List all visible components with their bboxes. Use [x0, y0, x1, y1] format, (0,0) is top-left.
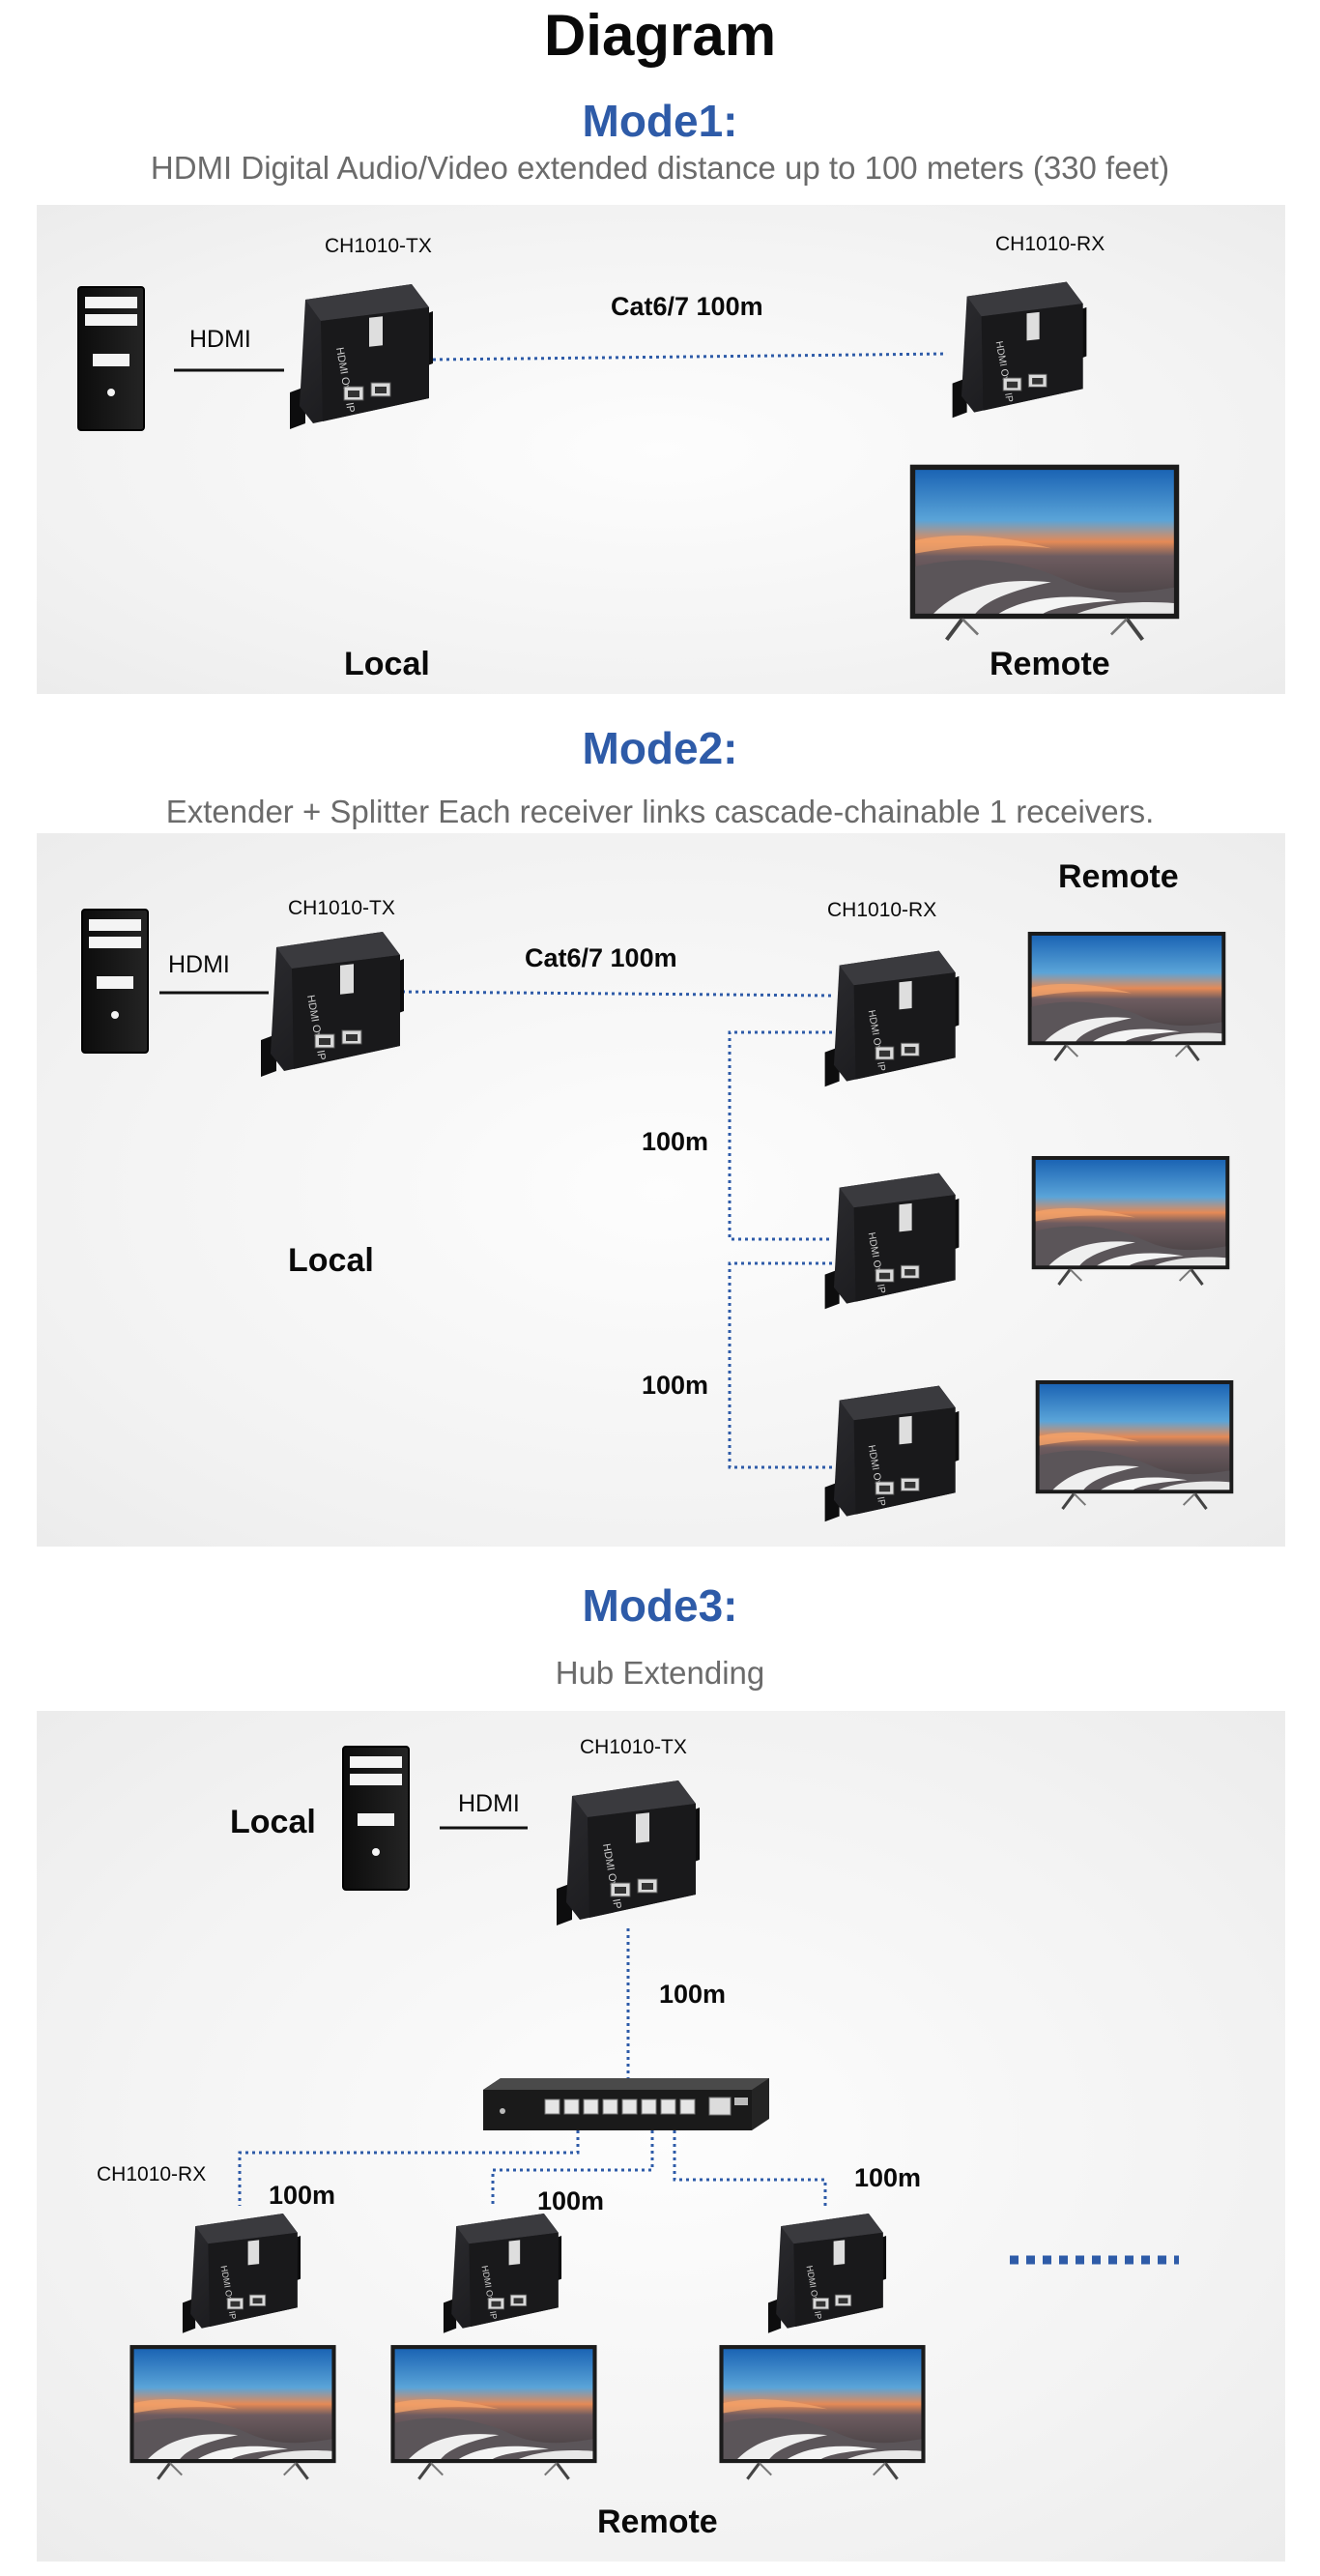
mode3-tv3-icon: [713, 2343, 932, 2488]
mode2-rx1-device-icon: [819, 936, 964, 1100]
mode2-hdmi-label: HDMI: [168, 951, 230, 978]
mode3-title: Mode3:: [582, 1580, 738, 1631]
mode2-description: Extender + Splitter Each receiver links …: [165, 794, 1155, 829]
mode2-remote-label: Remote: [1058, 858, 1179, 895]
mode3-pc-icon: [340, 1746, 412, 1891]
mode3-distance-label-rx2: 100m: [537, 2186, 605, 2215]
mode1-tx-device-icon: [284, 278, 439, 433]
mode1-rx-label: CH1010-RX: [995, 233, 1105, 255]
mode2-rx-label: CH1010-RX: [827, 899, 937, 921]
network-switch-icon: [481, 2076, 771, 2132]
mode3-rx3-device-icon: [763, 2200, 891, 2345]
mode3-tv1-icon: [124, 2343, 342, 2488]
mode1-description: HDMI Digital Audio/Video extended distan…: [150, 150, 1170, 186]
mode1-rx-device-icon: [947, 267, 1092, 431]
mode3-tx-label: CH1010-TX: [580, 1736, 687, 1758]
mode3-distance-label-rx3: 100m: [854, 2163, 922, 2192]
mode3-rx-label: CH1010-RX: [97, 2163, 207, 2185]
mode3-description: Hub Extending: [555, 1655, 765, 1691]
mode3-rx2-device-icon: [439, 2200, 566, 2345]
mode2-tx-label: CH1010-TX: [288, 897, 395, 919]
mode2-rx2-device-icon: [819, 1158, 964, 1322]
mode3-rx1-device-icon: [178, 2200, 305, 2345]
mode3-remote-label: Remote: [597, 2504, 718, 2540]
mode3-distance-label-uplink: 100m: [659, 1980, 727, 2009]
mode1-local-label: Local: [344, 646, 430, 682]
mode1-tx-label: CH1010-TX: [325, 235, 432, 257]
page-title: Diagram: [543, 3, 777, 68]
mode1-remote-label: Remote: [990, 646, 1110, 682]
mode3-local-label: Local: [230, 1804, 316, 1840]
mode2-cable-label: Cat6/7 100m: [525, 943, 677, 972]
mode2-tx-device-icon: [255, 926, 410, 1081]
mode2-title: Mode2:: [582, 723, 738, 773]
mode2-tv3-icon: [1022, 1378, 1247, 1518]
mode3-hdmi-label: HDMI: [458, 1790, 520, 1817]
mode3-distance-label-rx1: 100m: [269, 2181, 336, 2210]
mode1-title: Mode1:: [582, 96, 738, 146]
mode2-tv1-icon: [1015, 930, 1239, 1069]
mode3-tv2-icon: [385, 2343, 603, 2488]
mode2-local-label: Local: [288, 1242, 374, 1279]
mode1-tv-icon: [897, 462, 1192, 651]
mode3-tx-device-icon: [551, 1775, 705, 1929]
mode2-tv2-icon: [1019, 1154, 1243, 1293]
mode2-distance-label-2: 100m: [642, 1371, 709, 1400]
mode2-rx3-device-icon: [819, 1371, 964, 1535]
mode2-pc-icon: [79, 909, 151, 1054]
mode1-pc-icon: [75, 286, 147, 431]
mode1-hdmi-label: HDMI: [189, 326, 251, 353]
mode1-cable-label: Cat6/7 100m: [611, 292, 763, 321]
mode2-distance-label-1: 100m: [642, 1127, 709, 1156]
